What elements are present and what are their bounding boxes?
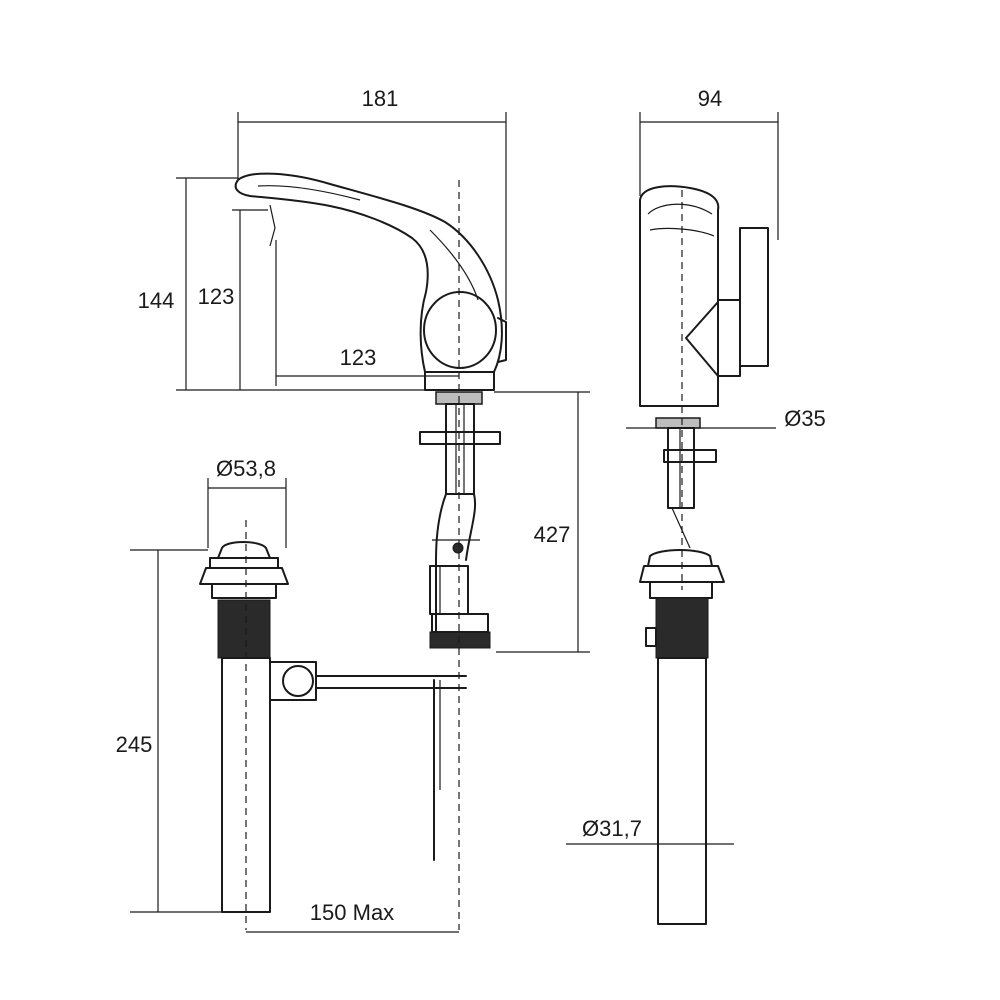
dim-123-horizontal: 123 [340, 345, 377, 370]
dim-150-max: 150 Max [310, 900, 394, 925]
dim-diameter-35: Ø35 [784, 406, 826, 431]
dim-123-vertical: 123 [198, 284, 235, 309]
dimension-lines [130, 112, 779, 933]
dim-diameter-53-8: Ø53,8 [216, 456, 276, 481]
waste-side-view [639, 549, 725, 925]
faucet-front-view [234, 172, 507, 861]
dim-diameter-31-7: Ø31,7 [582, 816, 642, 841]
dim-427: 427 [534, 522, 571, 547]
dim-144: 144 [138, 288, 175, 313]
waste-front-view [199, 541, 421, 913]
dim-245: 245 [116, 732, 153, 757]
dim-181: 181 [362, 86, 399, 111]
dim-94: 94 [698, 86, 722, 111]
faucet-side-view [639, 185, 769, 549]
